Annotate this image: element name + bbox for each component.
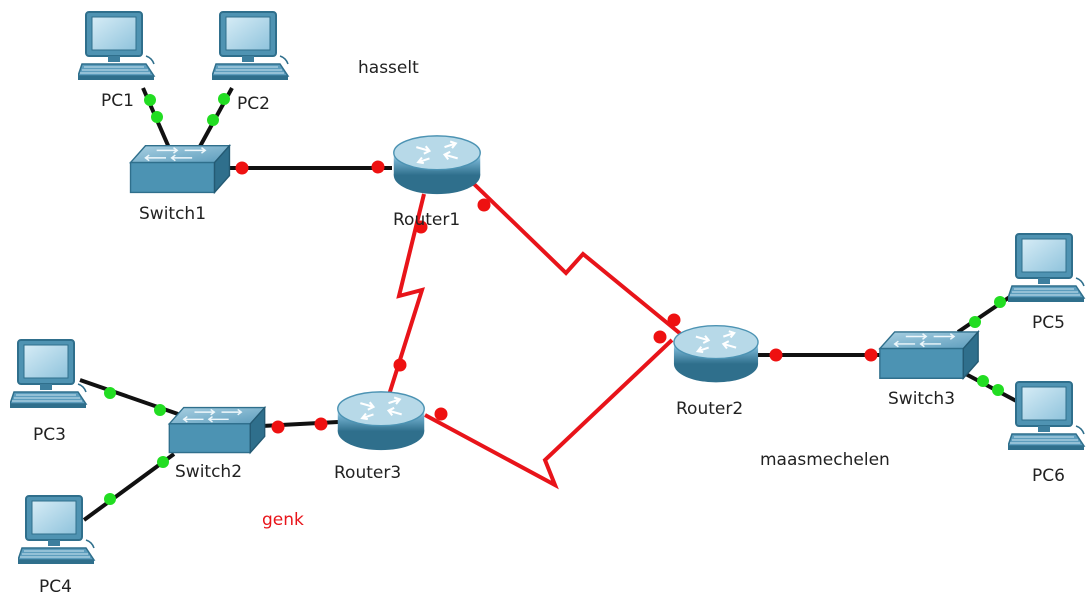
serial-link-router1-router2[interactable] bbox=[472, 182, 690, 342]
area-label-maasmechelen: maasmechelen bbox=[760, 450, 890, 470]
port-indicators bbox=[104, 93, 1006, 505]
pc6-icon[interactable] bbox=[1008, 381, 1085, 451]
port-down-indicator bbox=[667, 313, 681, 327]
pc6-label: PC6 bbox=[1032, 466, 1065, 486]
area-label-genk: genk bbox=[262, 510, 304, 530]
link-pc6-switch3[interactable] bbox=[961, 370, 1023, 406]
router3-icon[interactable] bbox=[336, 390, 426, 452]
pc5-label: PC5 bbox=[1032, 313, 1065, 333]
port-down-indicator bbox=[477, 198, 491, 212]
pc2-icon[interactable] bbox=[212, 11, 289, 81]
switch1-label: Switch1 bbox=[139, 204, 207, 224]
port-up-indicator bbox=[151, 111, 163, 123]
port-up-indicator bbox=[992, 384, 1004, 396]
router3-label: Router3 bbox=[334, 463, 402, 483]
port-down-indicator bbox=[414, 220, 428, 234]
port-down-indicator bbox=[434, 407, 448, 421]
router1-label: Router1 bbox=[393, 210, 461, 230]
port-down-indicator bbox=[393, 358, 407, 372]
switch2-icon[interactable] bbox=[168, 406, 266, 454]
switch3-label: Switch3 bbox=[888, 389, 956, 409]
pc1-icon[interactable] bbox=[78, 11, 155, 81]
port-up-indicator bbox=[207, 114, 219, 126]
switch1-icon[interactable] bbox=[129, 144, 231, 194]
pc3-label: PC3 bbox=[33, 425, 66, 445]
port-up-indicator bbox=[104, 387, 116, 399]
port-down-indicator bbox=[271, 420, 285, 434]
port-down-indicator bbox=[371, 160, 385, 174]
port-up-indicator bbox=[157, 456, 169, 468]
pc5-icon[interactable] bbox=[1008, 233, 1085, 303]
switch2-label: Switch2 bbox=[175, 462, 243, 482]
area-label-hasselt: hasselt bbox=[358, 58, 419, 78]
port-up-indicator bbox=[144, 94, 156, 106]
serial-link-router1-router3[interactable] bbox=[386, 193, 426, 399]
switch3-icon[interactable] bbox=[879, 331, 979, 380]
port-up-indicator bbox=[994, 296, 1006, 308]
pc2-label: PC2 bbox=[237, 94, 270, 114]
pc4-label: PC4 bbox=[39, 577, 72, 597]
pc3-icon[interactable] bbox=[10, 339, 87, 409]
port-down-indicator bbox=[864, 348, 878, 362]
port-up-indicator bbox=[104, 493, 116, 505]
port-up-indicator bbox=[969, 316, 981, 328]
port-down-indicator bbox=[314, 417, 328, 431]
pc1-label: PC1 bbox=[101, 91, 134, 111]
port-down-indicator bbox=[235, 161, 249, 175]
router2-label: Router2 bbox=[676, 399, 744, 419]
router1-icon[interactable] bbox=[392, 134, 482, 196]
port-up-indicator bbox=[218, 93, 230, 105]
port-up-indicator bbox=[154, 404, 166, 416]
port-up-indicator bbox=[977, 375, 989, 387]
port-down-indicator bbox=[769, 348, 783, 362]
router2-icon[interactable] bbox=[672, 324, 760, 384]
serial-link-router3-router2[interactable] bbox=[424, 338, 674, 490]
pc4-icon[interactable] bbox=[18, 495, 95, 565]
port-down-indicator bbox=[653, 330, 667, 344]
